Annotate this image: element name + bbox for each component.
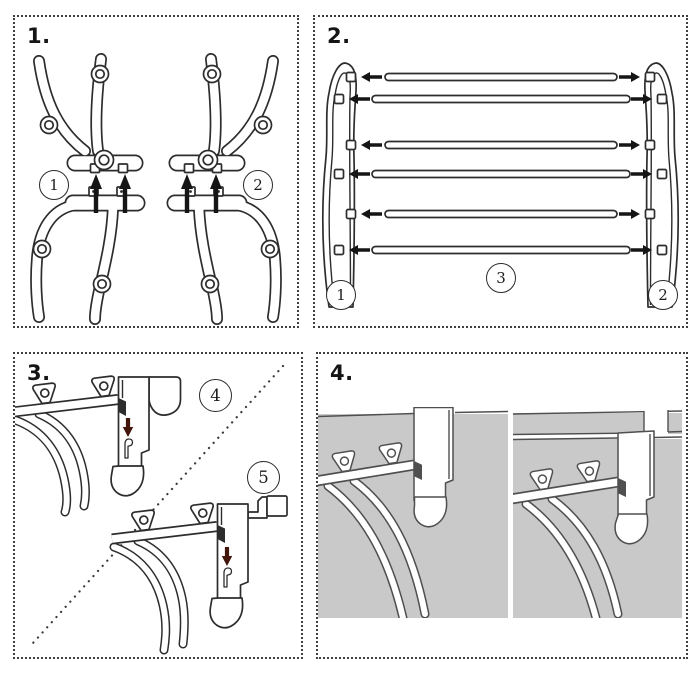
bottom-tab xyxy=(413,496,448,528)
diagonal-dotted-divider xyxy=(31,364,285,645)
up-arrow-icon xyxy=(119,174,131,213)
mounted-rack-photos-illustration xyxy=(318,407,682,618)
part-badge-4: 4 xyxy=(199,379,232,412)
part-badge-1: 1 xyxy=(39,170,69,200)
insert-arrows-left xyxy=(349,72,382,255)
step-2-label: 2. xyxy=(327,24,351,48)
part-badge-2: 2 xyxy=(243,170,273,200)
bottom-tab xyxy=(110,465,145,497)
part-badge-1: 1 xyxy=(326,280,356,310)
panel-step-3: 3. xyxy=(13,352,303,659)
bracket-block xyxy=(266,495,288,517)
rail-slot xyxy=(217,525,225,543)
step-1-label: 1. xyxy=(27,24,51,48)
slide-down-arrow xyxy=(221,547,233,566)
door-hook-lobe xyxy=(148,376,182,416)
step-4-label: 4. xyxy=(330,361,354,385)
bottom-tab xyxy=(614,513,649,545)
keyhole-slot xyxy=(223,567,233,588)
part-badge-2: 2 xyxy=(648,280,678,310)
part-badge-5: 5 xyxy=(247,461,280,494)
hook-on-rail-picture xyxy=(513,407,682,618)
hook-on-door-picture xyxy=(318,407,508,618)
cross-rails xyxy=(371,72,631,255)
step-3-label: 3. xyxy=(27,361,51,385)
up-arrow-icon xyxy=(90,174,102,213)
slide-down-arrow xyxy=(122,418,134,437)
bracket-arm xyxy=(247,496,268,519)
bracket-hook-illustration xyxy=(109,495,288,655)
side-frame xyxy=(322,62,357,308)
rails-into-side-frames-illustration xyxy=(322,62,679,308)
panel-step-2: 2. xyxy=(313,15,688,328)
bottom-tab xyxy=(209,597,244,629)
keyhole-slot xyxy=(124,438,134,459)
hook-attachment-illustration xyxy=(15,364,288,655)
over-door-hook-illustration xyxy=(15,374,182,517)
rail-slot xyxy=(118,398,126,416)
part-badge-3: 3 xyxy=(486,263,516,293)
frame-halves-assembly-illustration xyxy=(30,17,297,326)
frame-half-pair-left xyxy=(30,53,146,325)
rail-slot xyxy=(618,478,626,497)
panel-step-1: 1. xyxy=(13,15,299,328)
panel-step-4: 4. xyxy=(316,352,688,659)
rail-slot xyxy=(414,461,422,480)
